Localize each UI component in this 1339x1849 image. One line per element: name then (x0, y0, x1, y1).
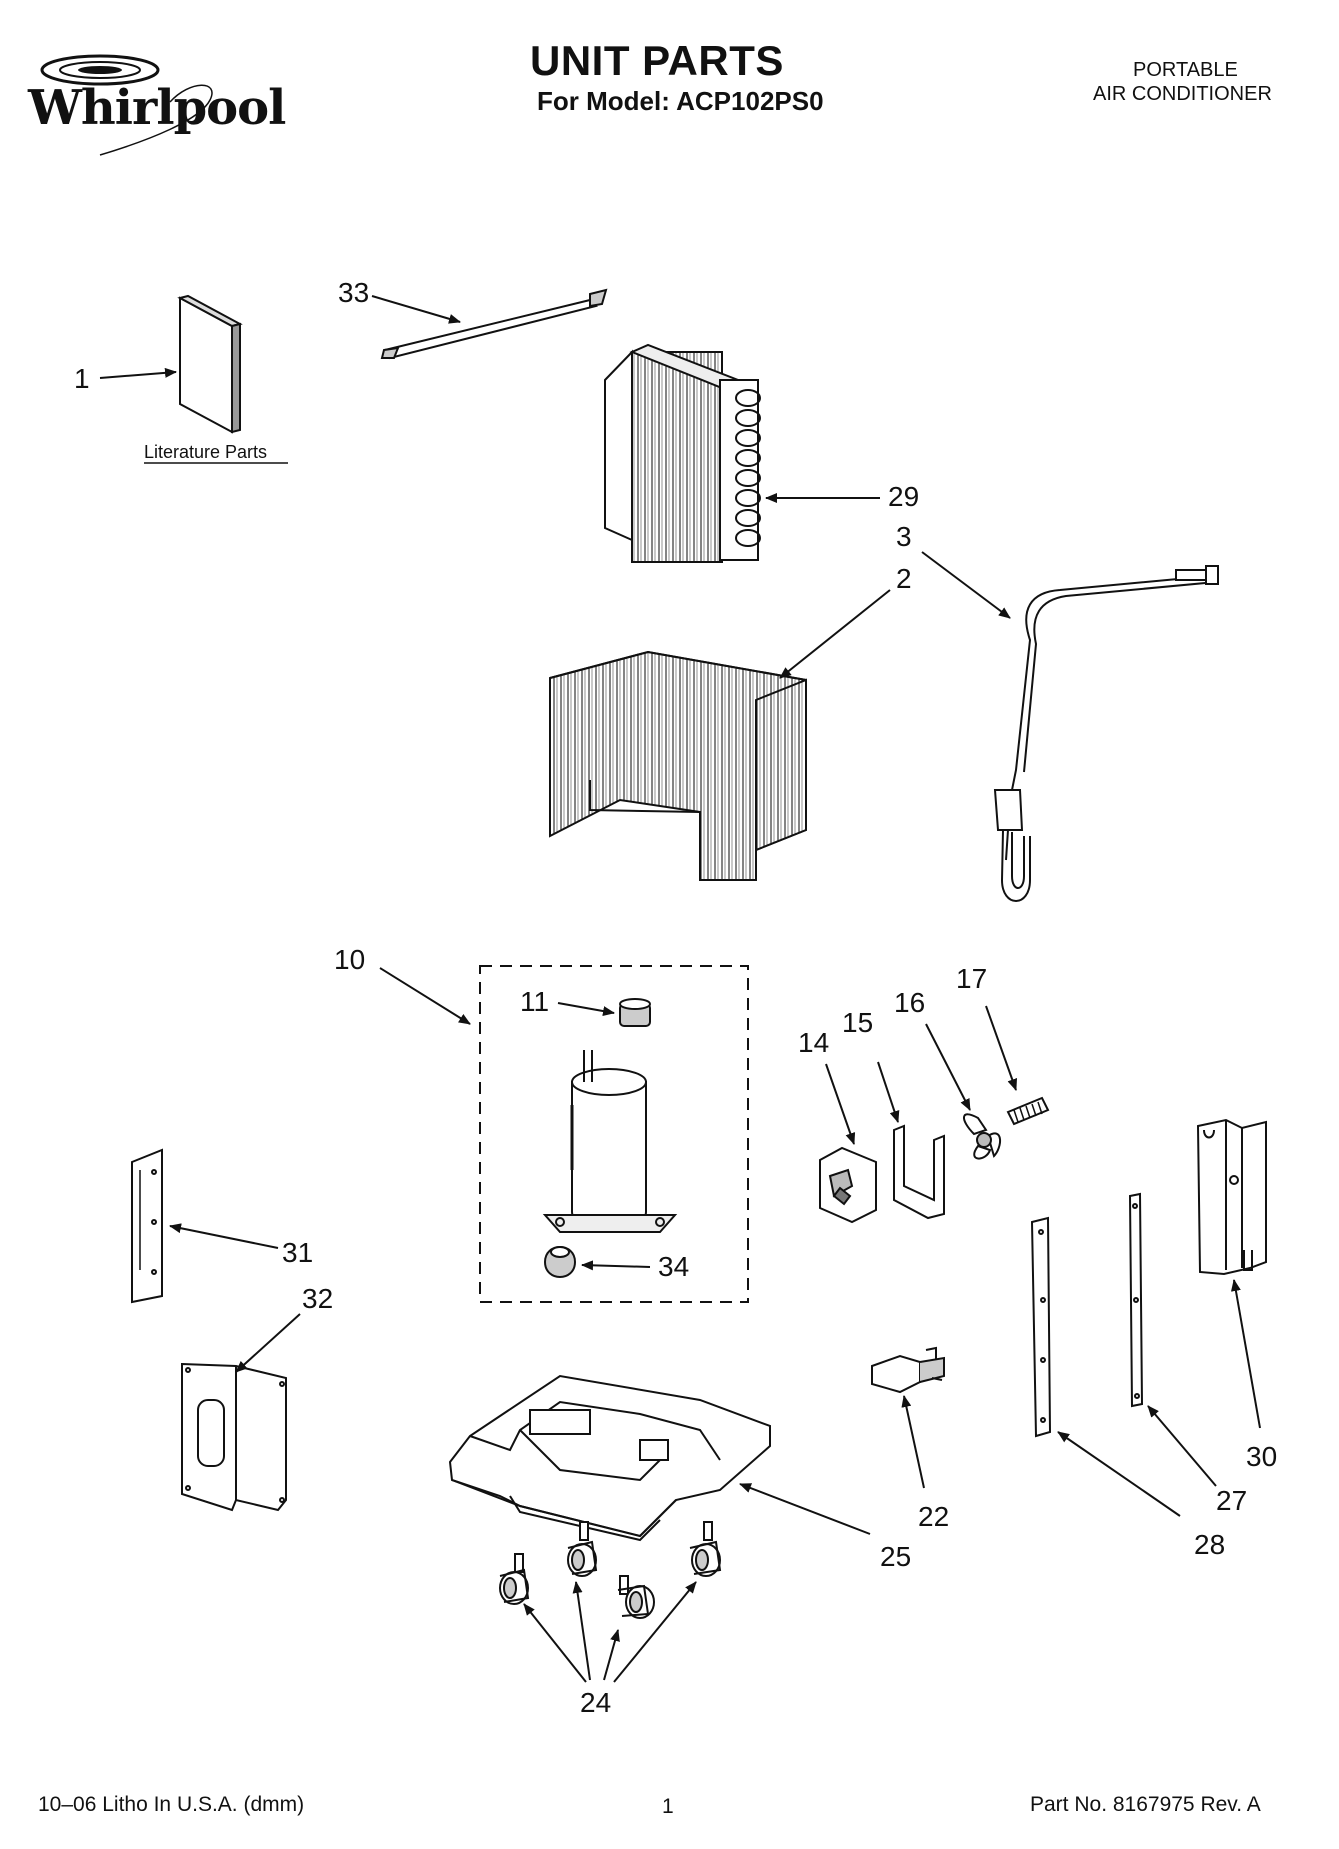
arrow-25 (739, 1483, 871, 1535)
callout-32: 32 (302, 1283, 333, 1314)
product-line-2: AIR CONDITIONER (1093, 83, 1272, 105)
callout-30: 30 (1246, 1441, 1277, 1472)
panel-32 (181, 1362, 287, 1512)
arrow-3 (921, 551, 1011, 619)
product-line-1: PORTABLE (1133, 59, 1238, 81)
rail-27 (1128, 1192, 1144, 1408)
rail-28 (1030, 1216, 1052, 1438)
side-bracket-31 (131, 1148, 163, 1304)
model-line: For Model: ACP102PS0 (537, 86, 824, 116)
arrow-10 (379, 967, 471, 1025)
callout-24: 24 (580, 1687, 611, 1718)
compressor-assembly (479, 965, 749, 1303)
spring-17 (1006, 1096, 1050, 1126)
compressor-cap-11 (619, 998, 651, 1027)
literature-parts-booklet (177, 294, 243, 434)
arrow-30 (1230, 1279, 1261, 1429)
bracket-30 (1196, 1118, 1267, 1276)
caster-4 (689, 1521, 722, 1577)
arrow-16 (925, 1023, 971, 1111)
page-number: 1 (662, 1795, 674, 1818)
callout-29: 29 (888, 481, 919, 512)
part-number: Part No. 8167975 Rev. A (1030, 1793, 1261, 1816)
footer-print-info: 10–06 Litho In U.S.A. (dmm) (38, 1793, 305, 1816)
arrow-33 (371, 295, 461, 324)
arrow-2 (779, 589, 891, 679)
whirlpool-swirl-icon (40, 54, 213, 156)
assembly-dashed-box (479, 965, 749, 1303)
arrow-32 (235, 1313, 301, 1373)
logo-wordmark: Whirlpool (28, 80, 286, 136)
callout-15: 15 (842, 1007, 873, 1038)
callout-22: 22 (918, 1501, 949, 1532)
arrow-15 (877, 1061, 900, 1123)
callout-34: 34 (658, 1251, 689, 1282)
arrow-27 (1147, 1405, 1217, 1487)
page-title: UNIT PARTS (530, 37, 784, 84)
arrow-34 (581, 1260, 651, 1271)
callout-10: 10 (334, 944, 365, 975)
evaporator-coil (604, 343, 761, 563)
callout-25: 25 (880, 1541, 911, 1572)
callout-17: 17 (956, 963, 987, 994)
callout-33: 33 (338, 277, 369, 308)
caster-wheels-24 (499, 1521, 722, 1619)
whirlpool-logo: Whirlpool (20, 40, 286, 160)
caster-2 (567, 1521, 598, 1577)
compressor-grommet-34 (543, 1246, 577, 1278)
callout-14: 14 (798, 1027, 829, 1058)
base-pan-25 (448, 1374, 771, 1542)
compressor (542, 1050, 678, 1233)
arrows-24 (523, 1581, 697, 1683)
callout-16: 16 (894, 987, 925, 1018)
rod-part-33 (380, 288, 608, 360)
callout-1: 1 (74, 363, 90, 394)
electrical-connector-22 (871, 1346, 945, 1394)
arrow-11 (557, 1002, 615, 1016)
motor-bracket-15 (893, 1124, 945, 1220)
callout-11: 11 (520, 986, 549, 1017)
arrow-17 (985, 1005, 1018, 1091)
literature-parts-label: Literature Parts (144, 442, 267, 462)
callout-28: 28 (1194, 1529, 1225, 1560)
callout-3: 3 (896, 521, 912, 552)
arrow-22 (901, 1395, 925, 1489)
caster-1 (499, 1553, 530, 1605)
caster-3 (617, 1575, 655, 1619)
callout-27: 27 (1216, 1485, 1247, 1516)
arrow-28 (1057, 1431, 1181, 1517)
control-switch-14 (819, 1146, 877, 1224)
callout-2: 2 (896, 563, 912, 594)
arrow-1 (99, 367, 177, 379)
arrow-14 (825, 1063, 856, 1145)
capillary-tube-assembly (993, 565, 1219, 902)
arrow-31 (169, 1223, 279, 1249)
fan-blade-16 (963, 1113, 1001, 1160)
callout-31: 31 (282, 1237, 313, 1268)
coil-return-bends (735, 389, 761, 547)
condenser-coil (549, 650, 807, 881)
